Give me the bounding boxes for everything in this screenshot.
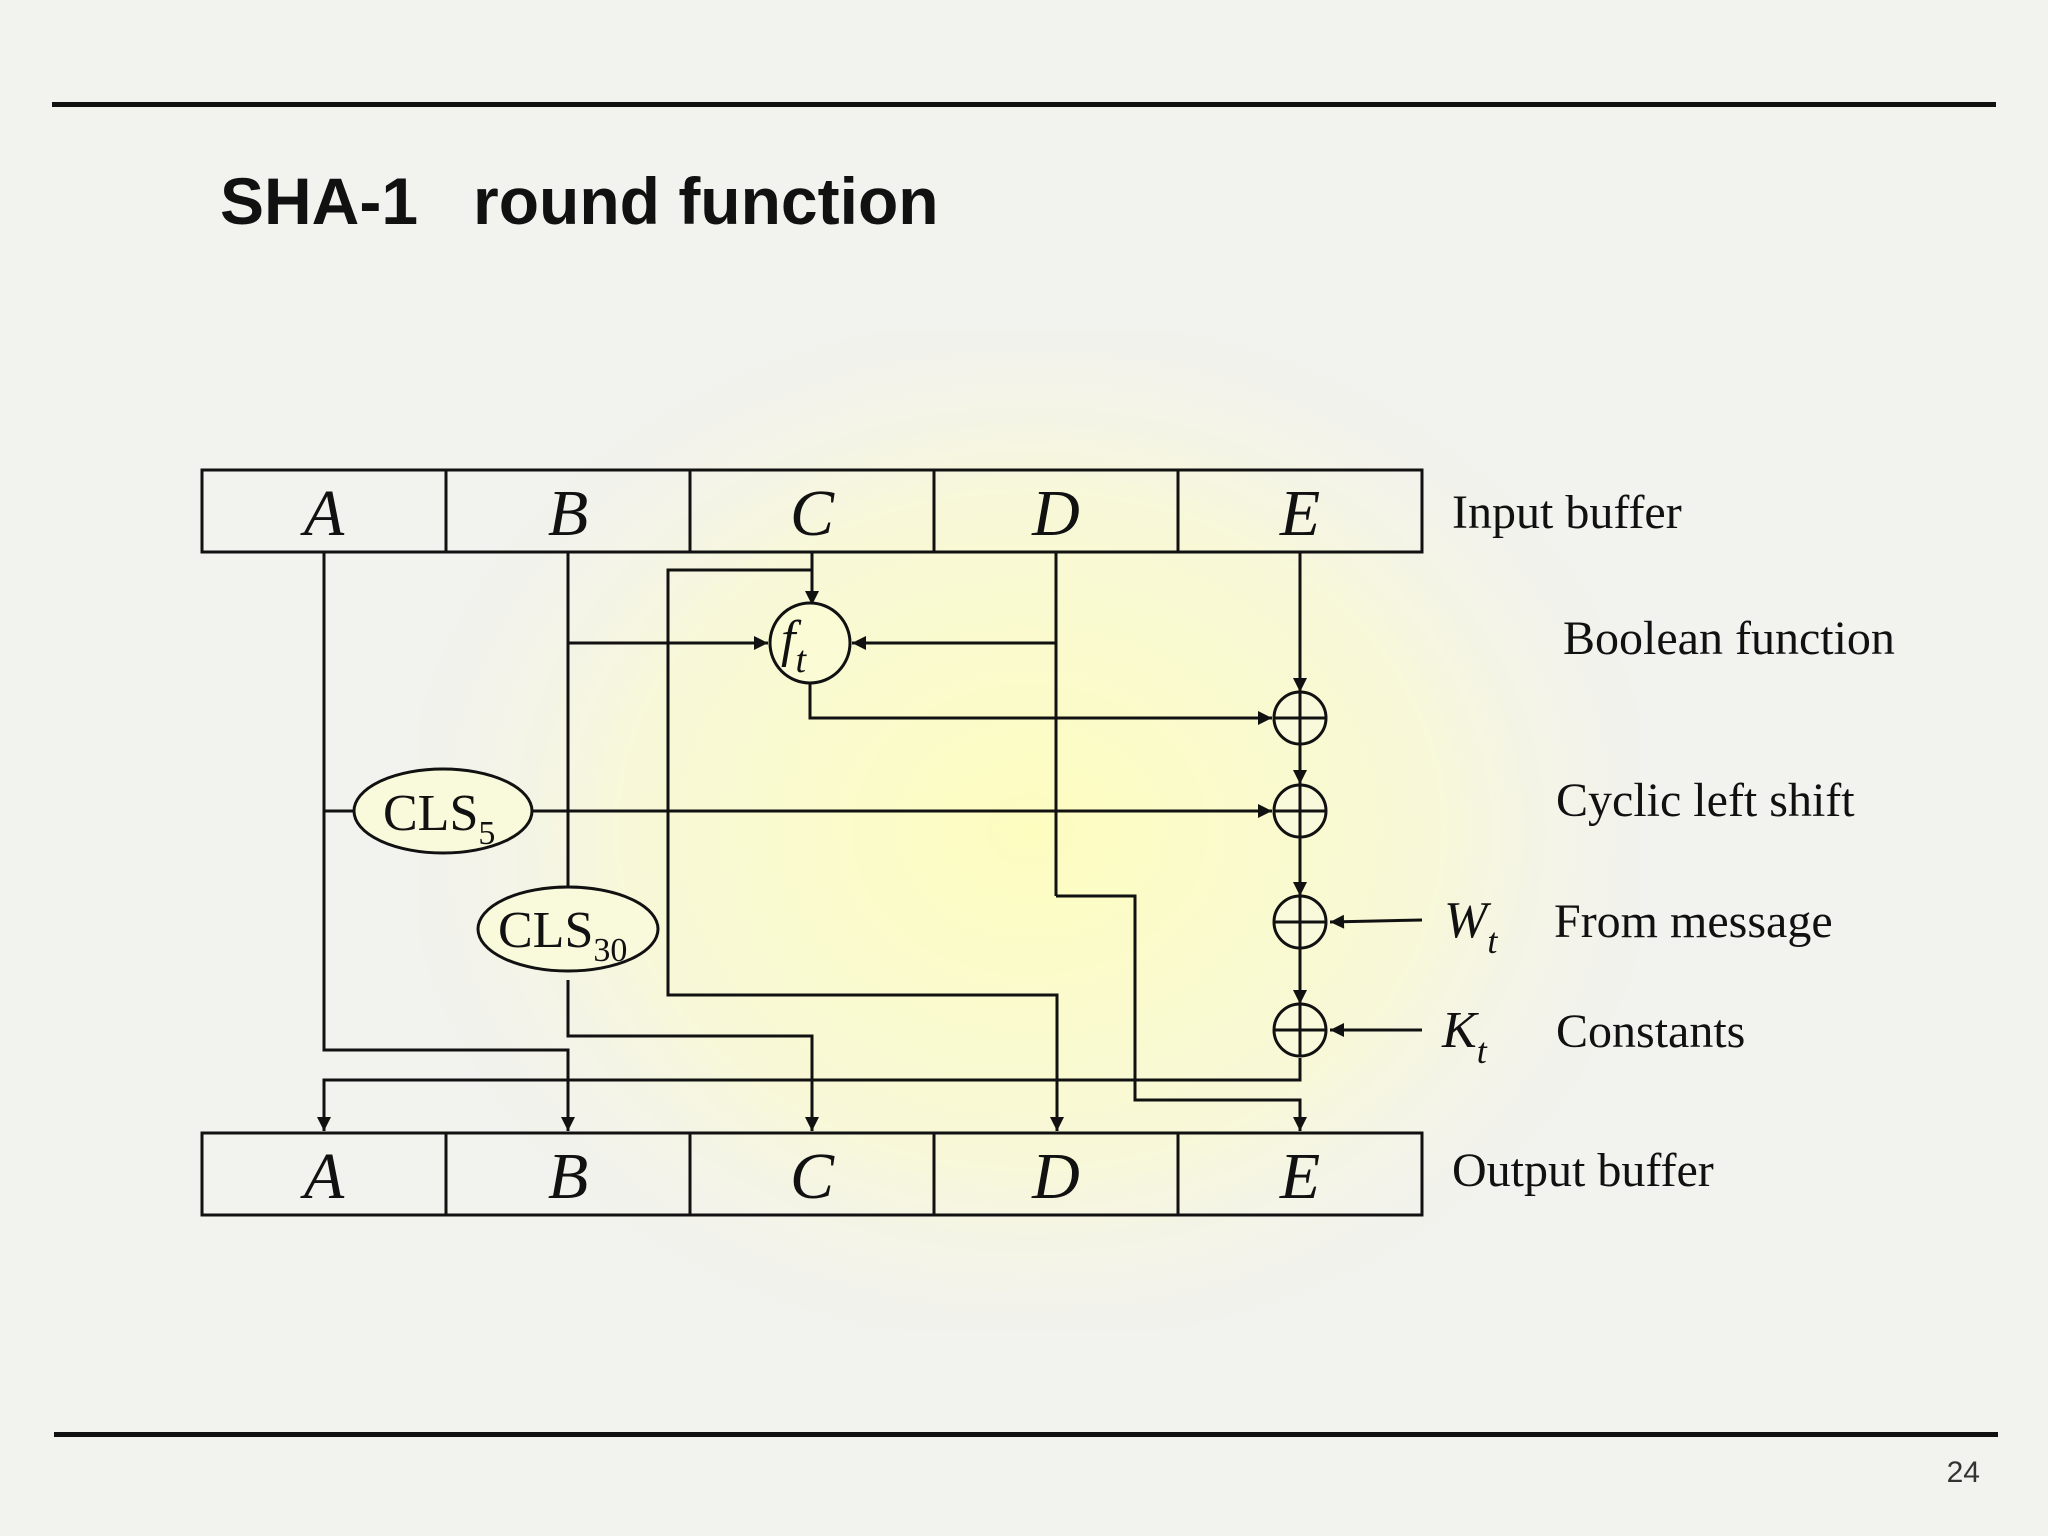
svg-text:Wt: Wt [1444,892,1498,961]
xor-adder-1 [1272,690,1328,746]
xor-adder-3 [1272,894,1328,950]
wire-c-to-output-d [666,568,1064,1131]
input-register-c: C [790,477,835,550]
wire-a-to-output-b [322,552,575,1131]
kt-sub: t [1477,1031,1488,1071]
slide-title: SHA-1 round function [220,164,939,238]
bottom-rule [54,1432,1998,1437]
boolean-function-node [768,601,852,685]
label-constants: Constants [1556,1005,1745,1058]
output-buffer [200,1131,1424,1217]
wire-d-to-output-e [1056,894,1307,1131]
label-input-buffer: Input buffer [1452,486,1682,539]
wire-sum-to-output-a [317,1058,1302,1131]
wt-sub: t [1487,921,1498,961]
output-register-c: C [790,1140,835,1213]
cls5-base: CLS [383,785,478,842]
background-glow [420,330,1640,1330]
kt-base: K [1441,1002,1479,1059]
cls5-sub: 5 [478,815,495,852]
output-register-e: E [1279,1140,1320,1213]
wt-base: W [1444,892,1492,949]
xor-adder-2 [1272,783,1328,839]
svg-text:CLS5: CLS5 [383,785,495,852]
input-register-b: B [548,477,588,550]
cls30-base: CLS [498,902,593,959]
label-boolean-function: Boolean function [1563,612,1895,665]
input-register-d: D [1031,477,1080,550]
cls30-sub: 30 [593,932,627,969]
page-number: 24 [1946,1456,1980,1489]
wire-wt-to-adder3 [1329,914,1423,929]
label-from-message: From message [1554,895,1833,948]
wire-b-to-output-c [566,980,819,1131]
label-cyclic-left-shift: Cyclic left shift [1556,774,1855,827]
xor-adder-4 [1272,1002,1328,1058]
output-register-b: B [548,1140,588,1213]
input-register-e: E [1279,477,1320,550]
cls30-node [476,885,660,973]
ft-sub: t [795,639,807,681]
label-output-buffer: Output buffer [1452,1144,1714,1197]
svg-text:Kt: Kt [1441,1002,1488,1071]
svg-text:CLS30: CLS30 [498,902,627,969]
wire-ft-to-adder1 [808,681,1272,725]
output-register-d: D [1031,1140,1080,1213]
input-register-a: A [300,477,345,550]
cls5-node [352,767,534,855]
output-register-a: A [300,1140,345,1213]
top-rule [52,102,1996,107]
